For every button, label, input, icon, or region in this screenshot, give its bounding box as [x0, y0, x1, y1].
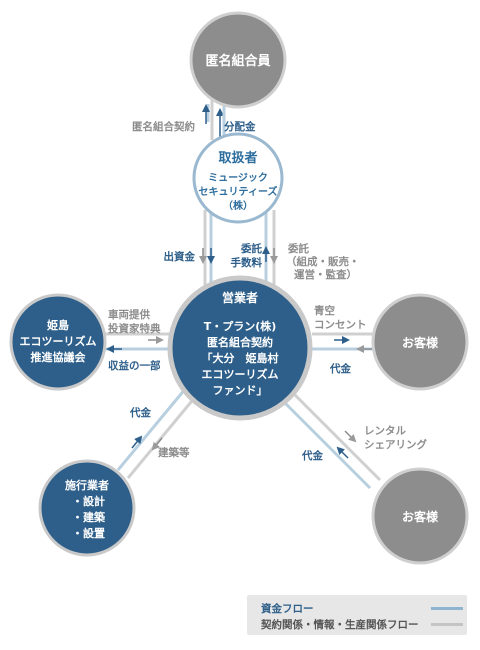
operator-line-4: エコツーリズム — [202, 367, 279, 381]
operator-line-5: ファンド」 — [213, 384, 268, 397]
node-handler: 取扱者 ミュージック セキュリティーズ （株） — [192, 132, 284, 224]
node-customer-2: お客様 — [371, 467, 469, 565]
label-commission-fee-2: 手数料 — [231, 256, 263, 269]
flow-lines — [100, 96, 382, 490]
label-vehicle-offer-1: 車両提供 — [108, 308, 150, 321]
handler-title: 取扱者 — [218, 150, 257, 166]
label-aozora-outlet-2: コンセント — [314, 319, 367, 331]
legend-money-flow-line — [431, 607, 463, 610]
label-consignment-1: 委託 — [287, 242, 309, 255]
handler-line-3: （株） — [223, 199, 253, 212]
node-contractor: 施行業者 ・設計 ・建築 ・設置 — [38, 459, 136, 557]
label-distribution: 分配金 — [224, 120, 256, 133]
operator-line-2: 匿名組合契約 — [207, 335, 273, 349]
operator-line-3: 「大分 姫島村 — [202, 351, 279, 365]
label-rental-sharing-2: シェアリング — [364, 438, 427, 451]
label-rental-sharing-1: レンタル — [364, 425, 406, 437]
label-payment-customer-2: 代金 — [301, 449, 323, 462]
handler-line-1: ミュージック — [208, 172, 268, 184]
legend-money-flow-label: 資金フロー — [261, 603, 314, 615]
operator-title: 営業者 — [222, 290, 258, 305]
label-vehicle-offer-2: 投資家特典 — [108, 322, 161, 335]
customer-1-label: お客様 — [402, 335, 439, 350]
label-consignment-2: （組成・販売・ — [286, 255, 360, 268]
node-anonymous-members-label: 匿名組合員 — [205, 53, 270, 69]
node-customer-1: お客様 — [371, 293, 469, 391]
node-operator: 営業者 T・プラン(株) 匿名組合契約 「大分 姫島村 エコツーリズム ファンド… — [167, 275, 313, 421]
association-line-2: エコツーリズム — [20, 334, 97, 348]
association-line-3: 推進協議会 — [31, 350, 87, 364]
legend: 資金フロー 契約関係・情報・生産関係フロー — [247, 595, 467, 635]
label-aozora-outlet-1: 青空 — [314, 304, 335, 317]
legend-contract-flow-line — [431, 623, 463, 626]
label-profit-share: 収益の一部 — [108, 359, 161, 372]
node-anonymous-members: 匿名組合員 — [189, 11, 287, 109]
label-payment-contractor: 代金 — [129, 406, 151, 419]
label-consignment-3: 運営・監査） — [294, 268, 357, 281]
node-association: 姫島 エコツーリズム 推進協議会 — [9, 293, 107, 391]
contractor-line-2: ・設計 — [72, 494, 105, 508]
label-investment: 出資金 — [164, 250, 196, 263]
label-tokumei-contract: 匿名組合契約 — [132, 120, 195, 133]
handler-line-2: セキュリティーズ — [199, 185, 278, 198]
operator-line-1: T・プラン(株) — [204, 319, 277, 333]
contractor-line-1: 施行業者 — [65, 478, 109, 492]
label-commission-fee-1: 委託 — [240, 242, 262, 255]
label-payment-customer-1: 代金 — [329, 362, 351, 375]
contractor-line-3: ・建築 — [72, 510, 106, 524]
contractor-line-4: ・設置 — [72, 526, 105, 540]
association-line-1: 姫島 — [47, 318, 69, 332]
customer-2-label: お客様 — [402, 509, 439, 524]
legend-contract-flow-label: 契約関係・情報・生産関係フロー — [261, 619, 419, 631]
label-construction: 建築等 — [157, 446, 190, 459]
